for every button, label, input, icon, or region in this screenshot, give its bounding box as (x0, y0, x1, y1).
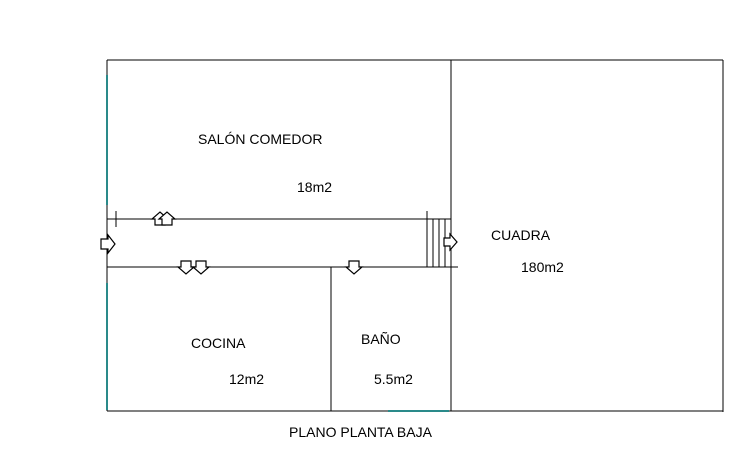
windows (106, 75, 449, 412)
room-name-bano: BAÑO (361, 331, 401, 347)
arrow-right-icon (100, 233, 116, 255)
room-area-cocina: 12m2 (229, 371, 264, 387)
room-labels: SALÓN COMEDOR 18m2 CUADRA 180m2 COCINA 1… (191, 131, 564, 387)
arrow-up-icon (157, 211, 177, 226)
room-name-cuadra: CUADRA (491, 227, 551, 243)
walls (106, 59, 724, 412)
arrow-down-icon (191, 260, 211, 275)
arrow-right-icon (443, 232, 458, 252)
room-name-cocina: COCINA (191, 335, 246, 351)
plan-title: PLANO PLANTA BAJA (289, 424, 433, 440)
room-area-bano: 5.5m2 (374, 371, 413, 387)
arrow-down-icon (344, 260, 364, 275)
arrow-down-icon (176, 260, 196, 275)
room-area-salon: 18m2 (297, 179, 332, 195)
door-arrows (100, 211, 458, 275)
room-area-cuadra: 180m2 (521, 259, 564, 275)
room-name-salon: SALÓN COMEDOR (198, 131, 322, 147)
